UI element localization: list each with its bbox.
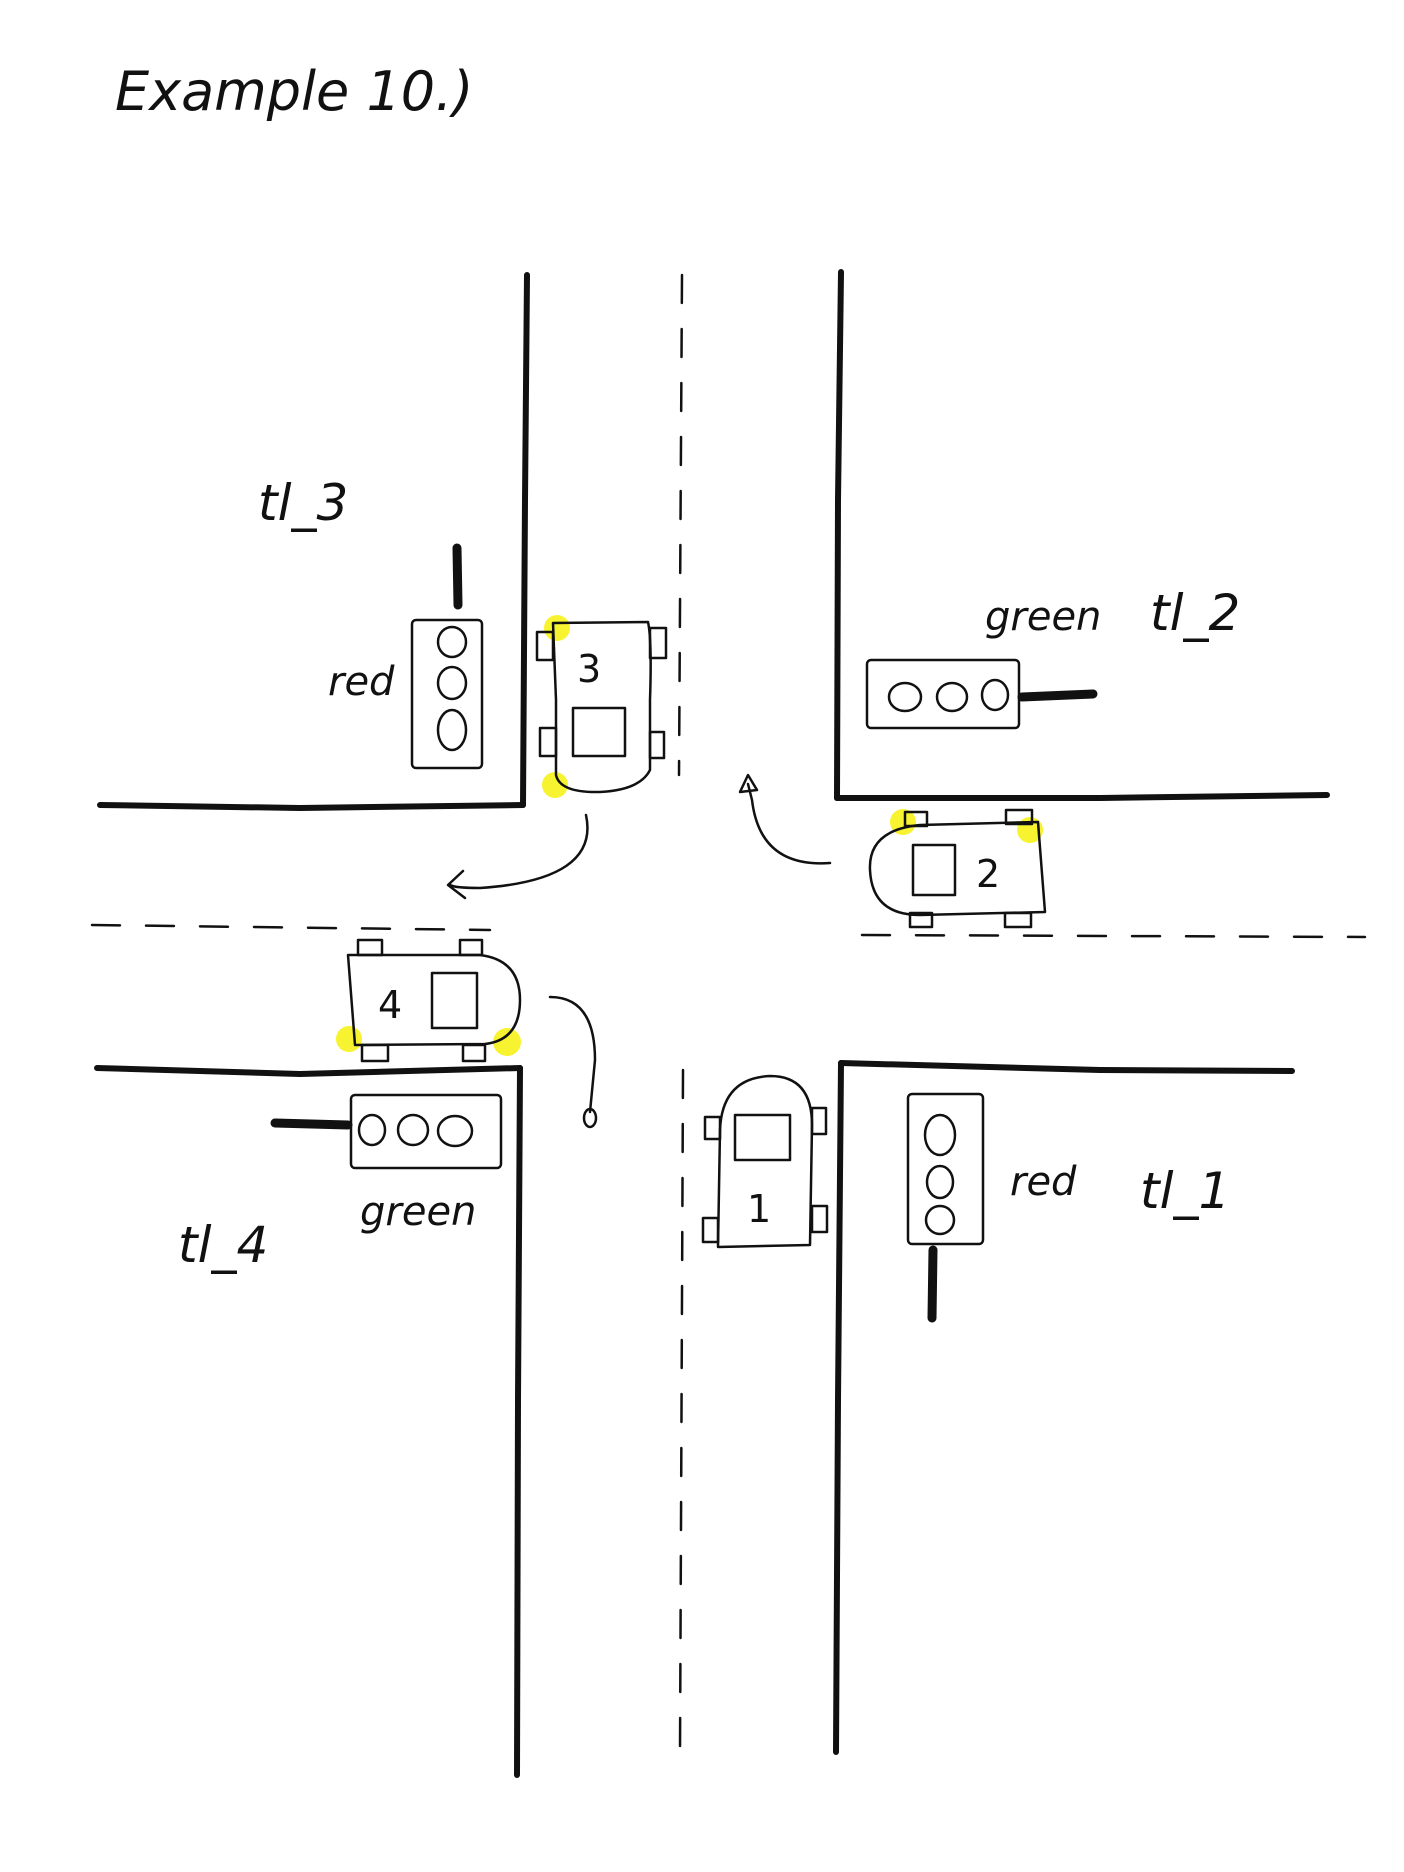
road-edges [94, 269, 1330, 1778]
wheel [538, 726, 558, 758]
signal-housing [349, 1093, 503, 1170]
pole [270, 1118, 353, 1130]
pole [927, 1245, 938, 1323]
lamp [436, 625, 468, 659]
turn-signal-indicator [542, 772, 568, 798]
wheel [903, 810, 929, 828]
light-state-label: green [360, 1189, 476, 1235]
road-edge-sw-horizontal [94, 1065, 523, 1077]
wheel [356, 938, 384, 957]
car-window [430, 971, 479, 1030]
turn-signal-indicator [493, 1028, 521, 1056]
lane-dividers [90, 273, 1367, 1754]
wheel [908, 911, 934, 929]
turn-arrow [746, 782, 832, 865]
road-edge-se-horizontal [838, 1060, 1295, 1074]
car-window [911, 843, 957, 897]
car-number-label: 1 [747, 1187, 771, 1231]
pole [452, 543, 463, 610]
wheel [360, 1043, 390, 1063]
lane-divider-east [860, 933, 1367, 939]
lamp [436, 1114, 474, 1148]
wheel [703, 1115, 722, 1141]
arrow-head [582, 1107, 598, 1129]
road-edge-sw-vertical [514, 1065, 523, 1778]
wheel [810, 1106, 828, 1136]
arrow-head [446, 869, 467, 900]
traffic-light-tl-1: red tl_1 [906, 1092, 1230, 1323]
turn-signal-indicator [890, 809, 916, 835]
wheel [535, 630, 555, 662]
traffic-light-tl-4: green tl_4 [178, 1093, 503, 1274]
car-window [733, 1113, 792, 1162]
light-name-label: tl_4 [178, 1216, 268, 1274]
signal-housing [410, 618, 484, 770]
car-number-label: 2 [976, 852, 1000, 896]
light-state-label: red [1010, 1159, 1077, 1205]
diagram-title: Example 10.) [115, 60, 473, 123]
lane-divider-north [677, 273, 684, 777]
car-window [571, 706, 627, 758]
road-edge-nw-vertical [520, 272, 530, 808]
car-1: 1 [701, 1074, 829, 1249]
car-number-label: 4 [378, 983, 402, 1027]
road-edge-se-vertical [833, 1060, 844, 1755]
lamp [924, 1204, 956, 1236]
arrow-head [738, 773, 759, 794]
lamp [887, 681, 923, 713]
turn-arrow [548, 995, 597, 1114]
wheel [1003, 911, 1033, 929]
turn-signal-indicator [336, 1026, 362, 1052]
lane-divider-west [90, 923, 492, 932]
turn-arrow [448, 813, 589, 890]
wheel [701, 1216, 720, 1244]
lamp [925, 1164, 955, 1200]
light-state-label: green [985, 594, 1101, 640]
turn-signal-indicator [544, 615, 570, 641]
car-2: 2 [738, 773, 1047, 929]
lamp [436, 708, 468, 752]
lamp [436, 665, 468, 701]
wheel [458, 938, 484, 957]
traffic-light-tl-3: red tl_3 [258, 474, 484, 770]
lamp [923, 1113, 957, 1157]
wheel [648, 626, 668, 660]
car-3: 3 [446, 615, 668, 900]
lamp [396, 1113, 430, 1147]
road-edge-ne-vertical [834, 269, 844, 801]
wheel [461, 1043, 487, 1063]
lamp [980, 678, 1010, 712]
lane-divider-south [678, 1068, 685, 1754]
light-name-label: tl_3 [258, 474, 348, 532]
road-edge-ne-horizontal [834, 792, 1330, 801]
car-4: 4 [336, 938, 598, 1129]
signal-housing [906, 1092, 985, 1246]
light-name-label: tl_1 [1140, 1162, 1230, 1220]
pole [1017, 689, 1098, 702]
car-body [346, 953, 522, 1047]
light-state-label: red [328, 659, 395, 705]
wheel [810, 1204, 829, 1234]
traffic-light-tl-2: green tl_2 [865, 584, 1240, 730]
road-edge-nw-horizontal [97, 802, 526, 811]
car-number-label: 3 [577, 647, 601, 691]
lamp [357, 1113, 387, 1147]
wheel [1004, 808, 1034, 826]
lamp [935, 681, 969, 713]
wheel [648, 730, 666, 760]
light-name-label: tl_2 [1150, 584, 1240, 642]
car-body [868, 820, 1047, 917]
